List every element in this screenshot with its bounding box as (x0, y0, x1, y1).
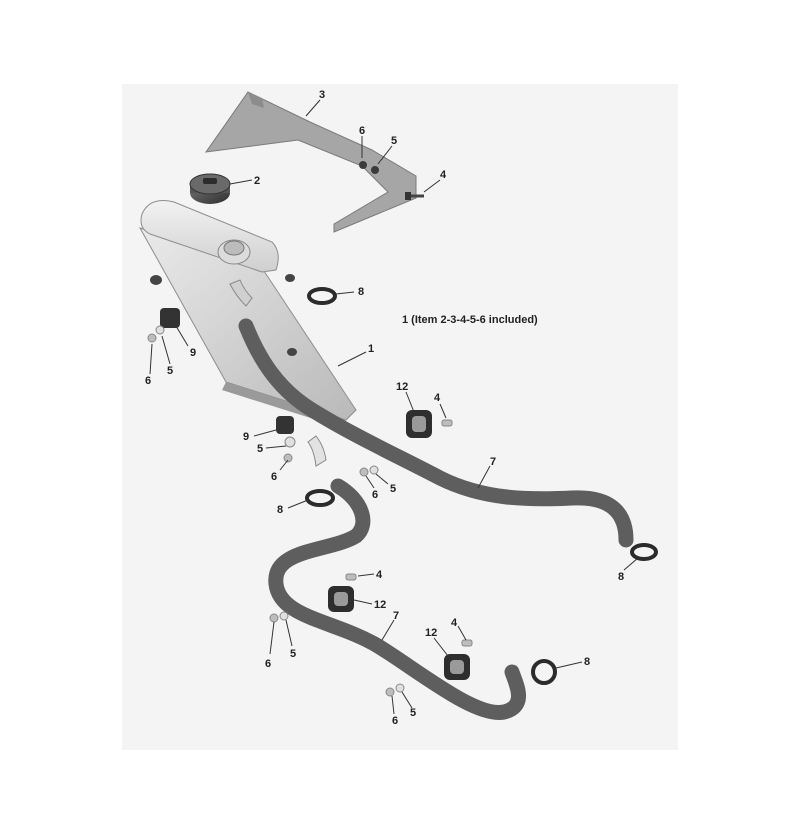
callout-5: 5 (390, 483, 396, 495)
callout-7: 7 (393, 610, 399, 622)
bolt-part (405, 192, 424, 200)
callout-5: 5 (167, 365, 173, 377)
screw-part (345, 419, 473, 647)
callout-3: 3 (319, 89, 325, 101)
callout-9: 9 (190, 347, 196, 359)
leader-lines (149, 99, 639, 715)
radiator-cap-part (189, 173, 231, 204)
callout-4: 4 (440, 169, 447, 181)
callout-8: 8 (277, 504, 283, 516)
p-clamp-part (328, 410, 470, 680)
callout-6: 6 (372, 489, 378, 501)
callout-6: 6 (271, 471, 277, 483)
upper-hose-part (238, 318, 634, 548)
washer-nut-part (147, 325, 405, 697)
callout-4: 4 (434, 392, 441, 404)
callout-8: 8 (358, 286, 364, 298)
callout-5: 5 (290, 648, 296, 660)
callout-6: 6 (145, 375, 151, 387)
callout-6: 6 (359, 125, 365, 137)
callout-6: 6 (392, 715, 398, 727)
callout-12: 12 (425, 627, 437, 639)
assembly-note: 1 (Item 2-3-4-5-6 included) (402, 314, 538, 326)
callout-6: 6 (265, 658, 271, 670)
callout-9: 9 (243, 431, 249, 443)
lower-hose-part (268, 478, 526, 720)
callout-5: 5 (257, 443, 263, 455)
callout-2: 2 (254, 175, 260, 187)
callout-labels: 3 6 5 2 4 8 1 9 6 5 12 4 7 9 5 6 6 5 8 8… (145, 89, 624, 727)
callout-1: 1 (368, 343, 374, 355)
hose-clamp-part (305, 287, 658, 685)
bracket-part (204, 91, 417, 233)
callout-8: 8 (584, 656, 590, 668)
callout-5: 5 (410, 707, 416, 719)
callout-12: 12 (396, 381, 408, 393)
callout-4: 4 (451, 617, 458, 629)
callout-4: 4 (376, 569, 383, 581)
callout-7: 7 (490, 456, 496, 468)
callout-8: 8 (618, 571, 624, 583)
callout-12: 12 (374, 599, 386, 611)
callout-5: 5 (391, 135, 397, 147)
rubber-mount-part (160, 308, 294, 434)
